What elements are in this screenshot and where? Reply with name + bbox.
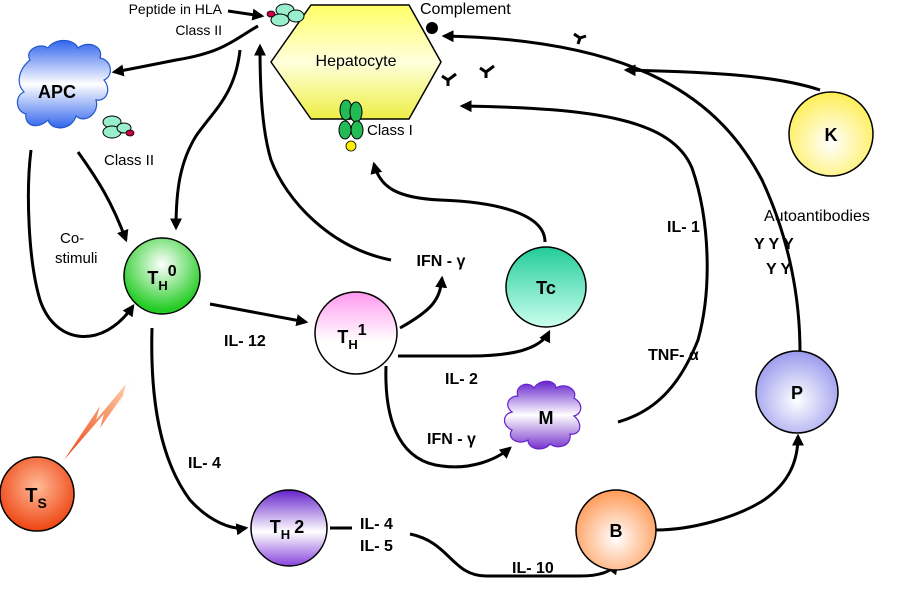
il2-label: IL- 2	[445, 371, 478, 388]
plasma-cell: P	[755, 350, 839, 434]
th1-cell: TH1	[314, 291, 398, 375]
co-stimuli-label-line1: Co-	[60, 230, 84, 247]
b-label: B	[610, 521, 623, 541]
il1-label: IL- 1	[667, 219, 700, 236]
edge-hepatocyte-to-apc	[111, 24, 259, 77]
class-i-label: Class I	[367, 122, 413, 139]
th0-cell: TH0	[123, 237, 201, 315]
macrophage-shape	[503, 380, 582, 450]
edge-m-to-hepatocyte-il1-tnf	[459, 100, 709, 424]
complement-dot	[426, 22, 438, 34]
tc-cell: Tc	[505, 246, 587, 328]
tnf-alpha-label: TNF- α	[648, 347, 699, 364]
b-cell: B	[575, 489, 657, 571]
macrophage-label: M	[539, 408, 554, 428]
plasma-cell-label: P	[791, 383, 803, 403]
edge-th1-to-tc	[398, 329, 551, 358]
ifn-gamma-top-label: IFN - γ	[417, 253, 466, 270]
macrophage-cell: M	[503, 380, 582, 450]
apc-label: APC	[38, 82, 76, 102]
autoantibodies-label: Autoantibodies	[764, 208, 870, 225]
k-cell-label: K	[825, 125, 838, 145]
edge-peptide-to-hepatocyte	[227, 8, 265, 21]
lightning-bolt-icon	[64, 364, 142, 460]
th0-label: TH0	[147, 263, 176, 293]
hepatocyte-cell: Hepatocyte	[266, 3, 442, 152]
hla-class-ii-molecule-icon	[266, 3, 305, 27]
edge-p-to-hepatocyte-autoantibodies	[441, 30, 802, 353]
il12-label: IL- 12	[224, 333, 266, 350]
k-cell: K	[788, 91, 874, 177]
edge-apc-to-th0	[76, 151, 129, 243]
ts-cell: TS	[0, 364, 142, 532]
autoantibody-y-row2: Y Y	[766, 261, 792, 278]
edge-th0-to-th1	[209, 302, 309, 327]
edge-hepatocyte-to-th0	[170, 49, 242, 231]
edge-apc-co-stimuli-loop	[26, 149, 135, 338]
edge-th0-to-th2	[150, 327, 249, 536]
peptide-hla-label-line1: Peptide in HLA	[129, 1, 223, 17]
ts-label: TS	[25, 485, 47, 511]
co-stimuli-label-line2: stimuli	[55, 250, 98, 267]
complement-label: Complement	[420, 1, 511, 18]
il4-left-label: IL- 4	[188, 455, 221, 472]
il10-label: IL- 10	[512, 560, 554, 577]
edge-b-to-p	[655, 433, 804, 532]
hla-class-i-molecule-icon	[338, 99, 364, 152]
apc-class-ii-label: Class II	[104, 152, 154, 169]
edge-labels: Peptide in HLA Class II Complement Class…	[55, 1, 870, 577]
edge-ifn-to-hepatocyte	[254, 43, 392, 262]
il5-label: IL- 5	[360, 538, 393, 555]
hepatocyte-label: Hepatocyte	[316, 53, 397, 70]
edge-k-to-hepatocyte	[623, 64, 821, 92]
edge-th1-to-m	[384, 365, 512, 469]
th1-label: TH1	[337, 322, 366, 352]
tc-label: Tc	[536, 278, 556, 298]
hepatocyte-shape	[270, 4, 442, 120]
il4-right-label: IL- 4	[360, 516, 393, 533]
apc-shape	[16, 39, 111, 129]
antibody-icons	[441, 32, 587, 86]
ifn-gamma-bottom-label: IFN - γ	[427, 431, 476, 448]
apc-cell: APC	[16, 39, 135, 139]
apc-class-ii-molecule-icon	[102, 115, 135, 139]
peptide-hla-label-line2: Class II	[175, 22, 222, 38]
autoantibody-y-row1: Y Y Y	[754, 236, 794, 253]
edge-th1-to-ifn-top	[399, 275, 448, 330]
edges	[26, 8, 821, 578]
edge-tc-to-hepatocyte	[370, 161, 547, 243]
